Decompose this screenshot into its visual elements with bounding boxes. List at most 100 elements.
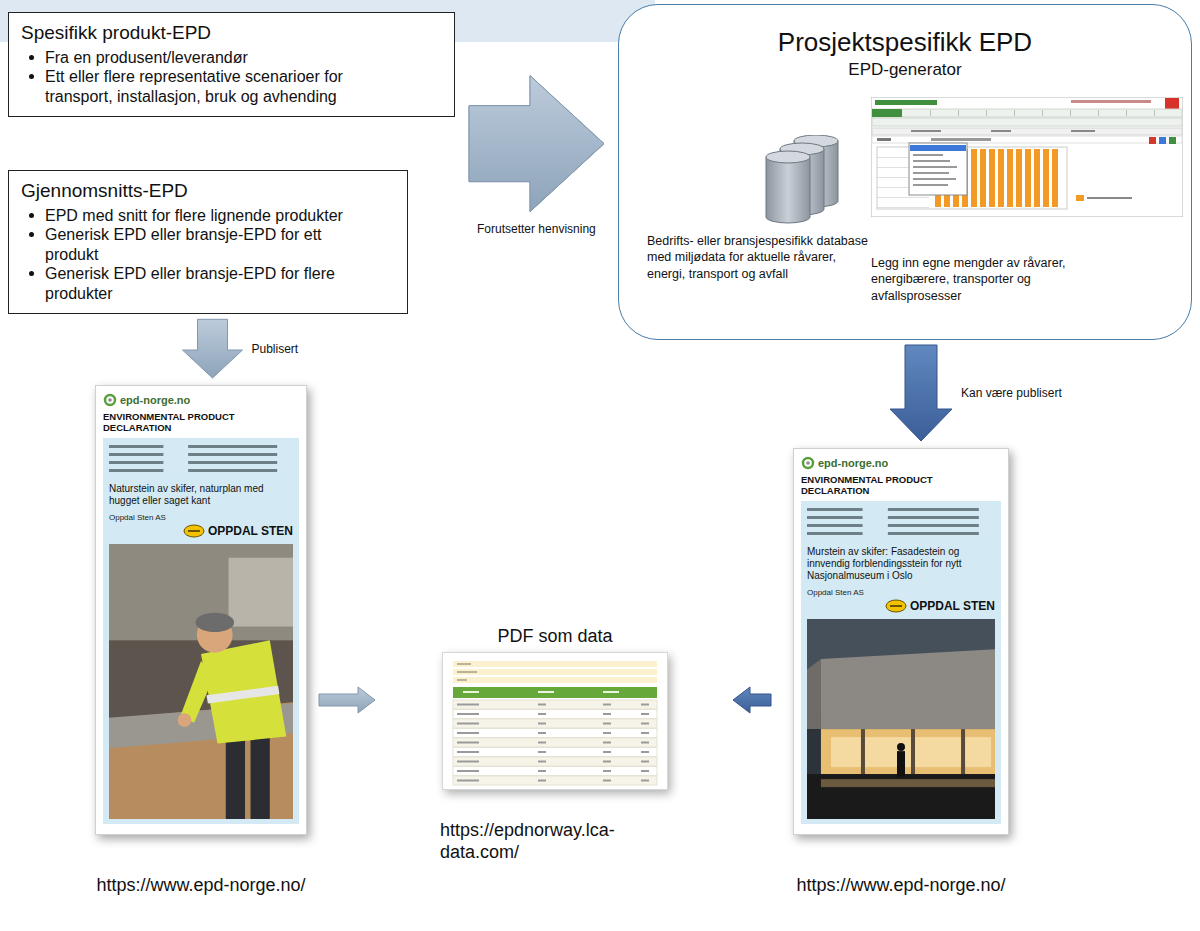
data-table-part xyxy=(538,713,546,715)
bullet-item: Generisk EPD eller bransje-EPD for ett p… xyxy=(21,225,351,264)
screenshot-part xyxy=(1043,149,1049,207)
data-table-part xyxy=(457,704,479,706)
data-table-part xyxy=(457,732,479,734)
photo-person xyxy=(897,751,905,777)
edge-label: Forutsetter henvisning xyxy=(474,222,599,236)
caption-text: Bedrifts- eller bransjespesifikk databas… xyxy=(647,233,869,282)
database-item: Bedrifts- eller bransjespesifikk databas… xyxy=(647,135,869,282)
screenshot-part xyxy=(1076,195,1084,201)
screenshot-part xyxy=(872,128,1182,135)
emblem-oval xyxy=(886,600,906,612)
screenshot-illustration xyxy=(871,97,1183,217)
screenshot-part xyxy=(1159,137,1166,144)
screenshot-part xyxy=(1098,110,1099,116)
document-panel: Murstein av skifer: Fasadestein og innve… xyxy=(801,501,1001,824)
screenshot-part xyxy=(971,149,977,207)
data-table-part xyxy=(453,677,657,683)
epd-document: epd-norge.noENVIRONMENTAL PRODUCT DECLAR… xyxy=(793,448,1009,896)
data-table-part xyxy=(457,713,479,715)
screenshot-part xyxy=(877,138,891,141)
screenshot-part xyxy=(989,149,995,207)
document-title: ENVIRONMENTAL PRODUCT DECLARATION xyxy=(801,475,1001,497)
screenshot-part xyxy=(986,110,987,116)
photo-background xyxy=(229,558,293,627)
screenshot-part xyxy=(931,138,991,141)
block-arrow xyxy=(183,319,243,378)
bullet-item: Ett eller flere representative scenarioe… xyxy=(21,67,382,106)
screenshot-part xyxy=(913,160,950,162)
screenshot-part xyxy=(1052,149,1058,207)
document-title: ENVIRONMENTAL PRODUCT DECLARATION xyxy=(103,412,299,434)
data-table-part xyxy=(453,767,657,776)
screenshot-part xyxy=(1014,110,1015,116)
photo-illustration xyxy=(109,544,293,819)
photo-column xyxy=(961,729,965,774)
screenshot-part xyxy=(872,109,902,117)
box-heading: Gjennomsnitts-EPD xyxy=(21,179,395,203)
brand-icon xyxy=(801,456,815,470)
document-panel: Naturstein av skifer, naturplan med hugg… xyxy=(103,438,299,824)
screenshot-part xyxy=(913,166,957,168)
document-table xyxy=(807,506,995,540)
data-table-part xyxy=(538,732,546,734)
brand-icon xyxy=(103,393,117,407)
screenshot-part xyxy=(872,118,1182,126)
screenshot-part xyxy=(871,97,1183,217)
block-arrow xyxy=(890,345,952,441)
data-table-illustration xyxy=(443,653,667,789)
photo-worker-jacket xyxy=(201,640,286,743)
table-line xyxy=(109,469,163,472)
data-table-part xyxy=(453,757,657,766)
screenshot-part xyxy=(1087,197,1132,199)
screenshot-part xyxy=(1042,110,1043,116)
cylinder-body xyxy=(766,157,810,223)
emblem-bar xyxy=(890,605,902,607)
data-table-part xyxy=(453,661,657,667)
data-table-part xyxy=(603,780,611,782)
screenshot-part xyxy=(877,207,929,209)
block-arrow xyxy=(733,687,771,713)
screenshot-part xyxy=(872,136,1182,143)
screenshot-part xyxy=(1126,110,1127,116)
screenshot-part xyxy=(1016,149,1022,207)
photo-worker-hand xyxy=(178,713,192,727)
company-logo: OPPDAL STEN xyxy=(910,599,995,613)
data-table-part xyxy=(538,691,554,693)
data-table-part xyxy=(538,761,546,763)
data-table-part xyxy=(538,751,546,753)
table-line xyxy=(109,445,163,448)
photo-building-facade xyxy=(821,649,995,729)
document-table xyxy=(109,443,293,477)
document-header: epd-norge.no xyxy=(801,456,1001,470)
logo-row: OPPDAL STEN xyxy=(109,524,293,538)
data-table-part xyxy=(603,761,611,763)
box-heading: Spesifikk produkt-EPD xyxy=(21,21,442,45)
bullet-item: Fra en produsent/leverandør xyxy=(21,48,382,68)
edge-label: Publisert xyxy=(249,342,302,356)
caption-text: Legg inn egne mengder av råvarer, energi… xyxy=(871,255,1096,304)
data-table-part xyxy=(457,761,479,763)
data-table-part xyxy=(603,742,611,744)
photo-background xyxy=(109,544,293,640)
screenshot-part xyxy=(1025,149,1031,207)
data-table-part xyxy=(457,663,471,665)
data-table-part xyxy=(453,687,657,698)
screenshot-part xyxy=(1149,137,1156,144)
product-name: Murstein av skifer: Fasadestein og innve… xyxy=(807,546,995,582)
screenshot-part xyxy=(998,149,1004,207)
data-page xyxy=(442,652,668,790)
data-table-part xyxy=(603,723,611,725)
product-name: Naturstein av skifer, naturplan med hugg… xyxy=(109,483,293,507)
table-line xyxy=(807,524,863,527)
screenshot-part xyxy=(910,145,966,151)
data-table-part xyxy=(603,770,611,772)
table-line xyxy=(188,469,277,472)
photo-worker-cap xyxy=(195,613,234,632)
data-table-part xyxy=(457,780,479,782)
data-table-part xyxy=(603,751,611,753)
table-line xyxy=(888,508,979,511)
document-photo xyxy=(807,619,995,819)
data-table-part xyxy=(641,713,649,715)
table-line xyxy=(188,453,277,456)
screenshot-part xyxy=(1034,149,1040,207)
